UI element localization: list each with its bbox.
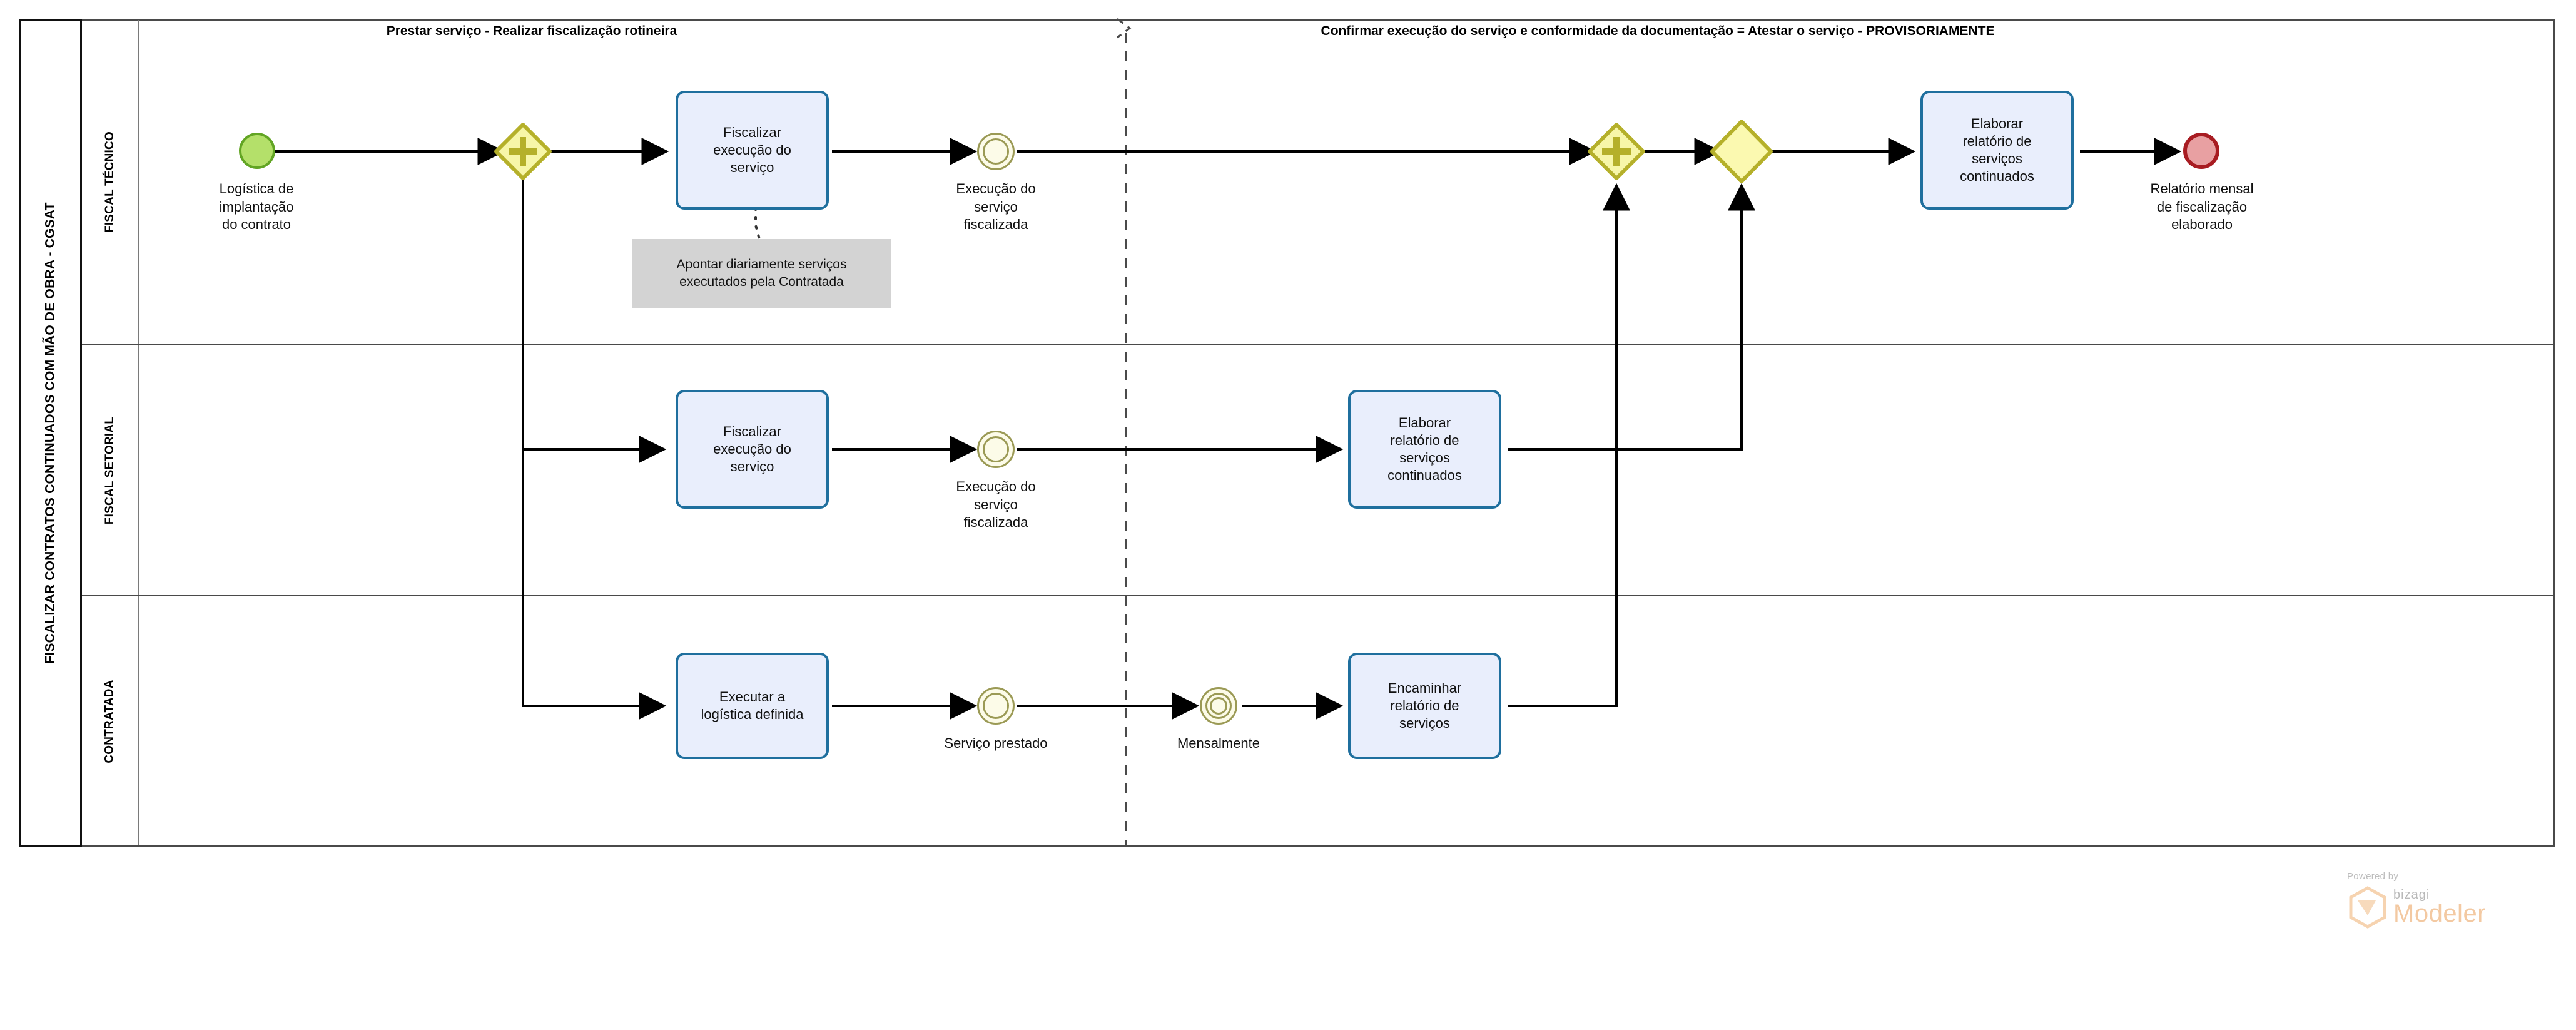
pool-frame: [19, 19, 2555, 847]
lane-label-text: FISCAL SETORIAL: [103, 416, 117, 524]
intermediate-event-inner-ring: [983, 138, 1009, 165]
lane-label-divider: [138, 20, 139, 845]
timer-event-clock-face: [1210, 697, 1227, 715]
watermark-product: Modeler: [2393, 900, 2487, 927]
intermediate-event-icon-lane2[interactable]: [977, 431, 1015, 468]
timer-event-label: Mensalmente: [1177, 735, 1260, 751]
lane-separator-2: [82, 595, 2555, 596]
bizagi-watermark: Powered by bizagi Modeler: [2347, 871, 2535, 946]
bizagi-logo-icon: [2349, 886, 2386, 929]
intermediate-event-inner-ring: [983, 693, 1009, 719]
start-event-icon[interactable]: [239, 133, 275, 169]
intermediate-event-icon-lane1[interactable]: [977, 133, 1015, 170]
lane-label-text: FISCAL TÉCNICO: [103, 131, 116, 233]
timer-event-inner-ring: [1205, 693, 1232, 719]
intermediate-event-inner-ring: [983, 436, 1009, 462]
lane-label-contratada: CONTRATADA: [82, 596, 138, 847]
timer-event-icon[interactable]: [1200, 687, 1237, 725]
watermark-brand: bizagi: [2393, 888, 2430, 902]
pool-title: FISCALIZAR CONTRATOS CONTINUADOS COM MÃO…: [43, 201, 58, 664]
end-event-icon[interactable]: [2183, 133, 2219, 169]
lane-label-fiscal-tecnico: FISCAL TÉCNICO: [82, 19, 138, 345]
phase-title-1: Prestar serviço - Realizar fiscalização …: [386, 24, 677, 38]
pool-title-column: FISCALIZAR CONTRATOS CONTINUADOS COM MÃO…: [19, 19, 82, 847]
intermediate-event-icon-lane3[interactable]: [977, 687, 1015, 725]
intermediate-event-label-lane3: Serviço prestado: [944, 735, 1048, 751]
watermark-powered-by: Powered by: [2347, 871, 2399, 882]
lane-label-fiscal-setorial: FISCAL SETORIAL: [82, 345, 138, 596]
lane-label-text: CONTRATADA: [103, 679, 116, 763]
lane-separator-1: [82, 344, 2555, 345]
phase-title-2: Confirmar execução do serviço e conformi…: [1321, 24, 1995, 38]
